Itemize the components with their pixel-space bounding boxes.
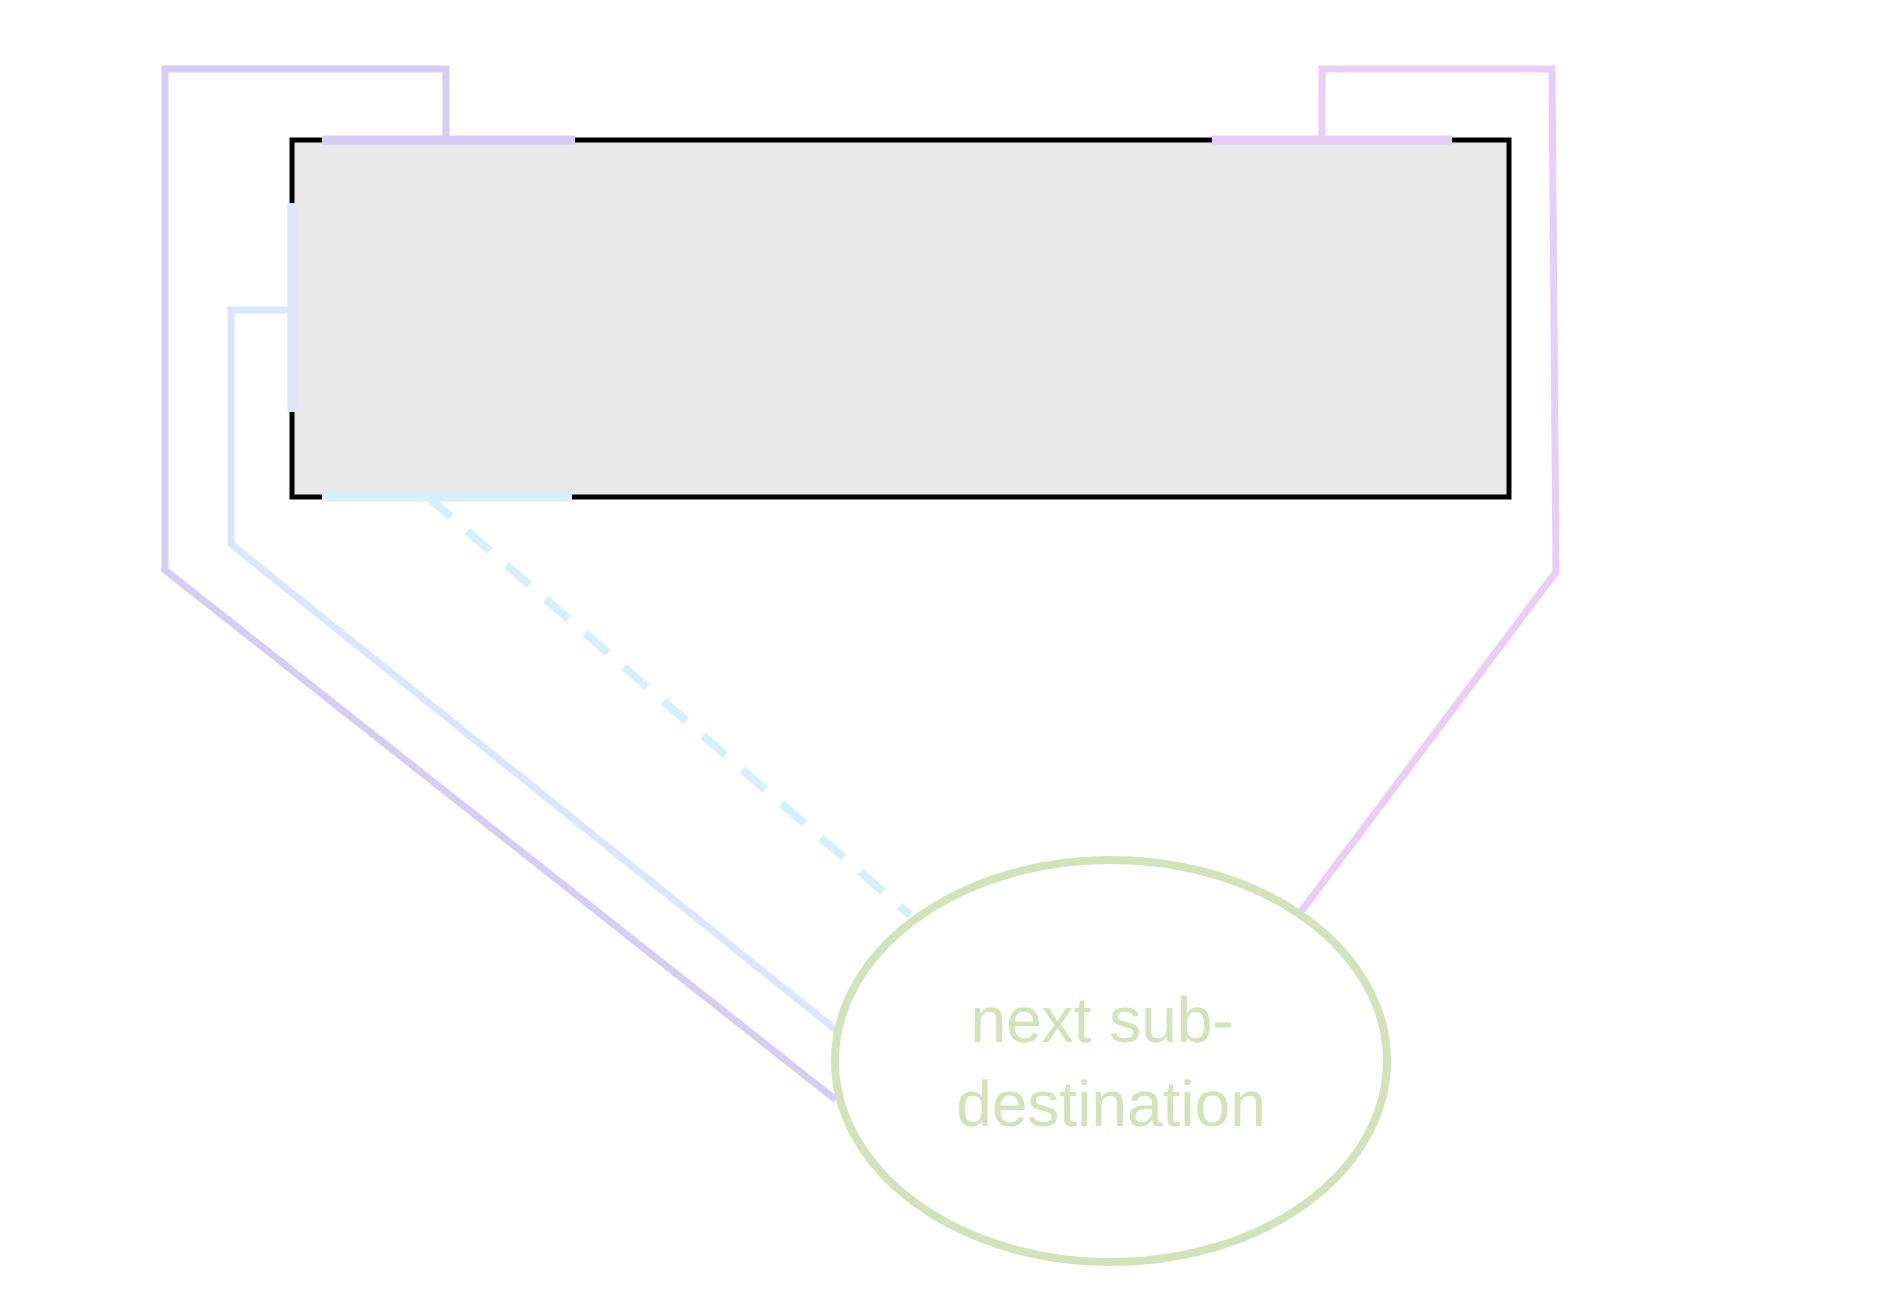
pink-route (1212, 65, 1560, 916)
destination-label-line-2: destination (956, 1068, 1266, 1140)
destination-label-line-1: next sub- (970, 984, 1233, 1056)
purple-route (161, 65, 839, 1103)
blue-connector-line (227, 306, 839, 1033)
destination-ellipse (831, 856, 1391, 1266)
region-rectangle (289, 137, 1512, 500)
destination-label: next sub- destination (956, 984, 1266, 1140)
purple-connector-line (161, 65, 839, 1103)
cyan-route (322, 492, 913, 919)
cyan-dashed-connector (425, 493, 913, 919)
pink-connector-line (1297, 65, 1560, 916)
blue-route (227, 203, 839, 1033)
